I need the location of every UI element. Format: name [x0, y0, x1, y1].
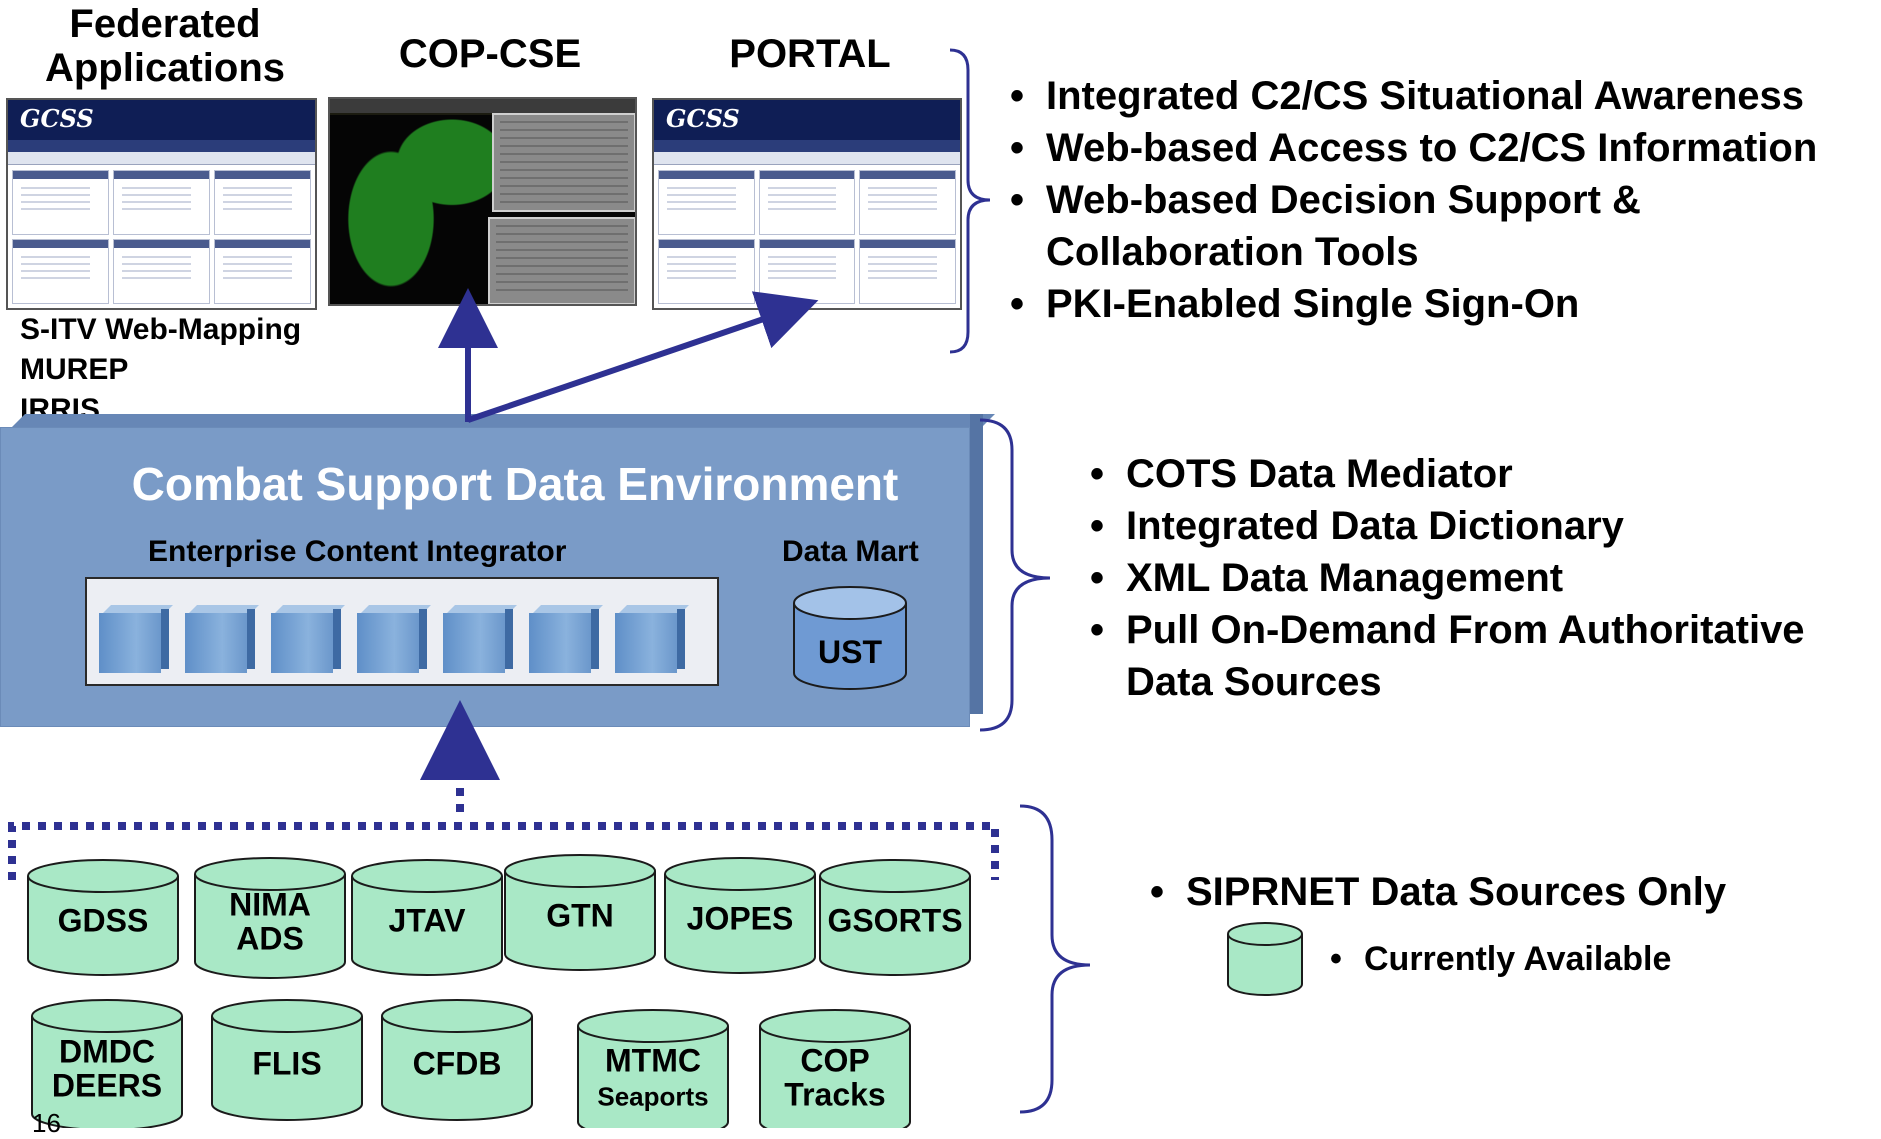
header-portal: PORTAL	[729, 32, 891, 76]
middle-bullet-list: •COTS Data Mediator •Integrated Data Dic…	[1090, 448, 1805, 708]
cube-icon	[443, 605, 517, 673]
data-source-label: CFDB	[413, 1045, 502, 1081]
federated-app-item: MUREP	[20, 353, 129, 386]
data-source-label: COP	[800, 1042, 869, 1078]
cop-cse-screenshot	[328, 97, 637, 306]
bullet-item: •Web-based Decision Support &	[1010, 178, 1641, 222]
data-source-sublabel: Seaports	[597, 1081, 708, 1111]
bullet-item: •XML Data Management	[1090, 556, 1564, 600]
data-mart-label: Data Mart	[782, 535, 919, 568]
brace-top	[949, 48, 991, 354]
brace-middle	[979, 418, 1051, 732]
data-source-cylinder: FLIS	[211, 999, 363, 1121]
data-source-label: GTN	[546, 897, 614, 933]
data-source-label: JTAV	[388, 902, 466, 938]
bullet-item: •PKI-Enabled Single Sign-On	[1010, 282, 1580, 326]
gcss-logo: GCSS	[666, 104, 740, 133]
cube-icon	[615, 605, 689, 673]
data-source-label: GSORTS	[827, 902, 962, 938]
header-cop-cse: COP-CSE	[398, 32, 582, 76]
top-bullet-list: •Integrated C2/CS Situational Awareness …	[1010, 70, 1817, 330]
data-source-label: NIMA	[229, 887, 311, 923]
data-source-cylinder: CFDB	[381, 999, 533, 1121]
federated-app-screenshot: GCSS	[6, 98, 317, 310]
page-number: 16	[32, 1108, 61, 1138]
legend-item: •Currently Available	[1330, 940, 1672, 978]
header-federated-applications: Federated Applications	[44, 2, 286, 90]
enterprise-content-integrator-box	[85, 577, 719, 686]
data-source-cylinder: GSORTS	[819, 859, 971, 976]
data-source-sublabel: DEERS	[52, 1067, 162, 1103]
data-source-label: MTMC	[605, 1042, 701, 1078]
data-source-label: JOPES	[687, 900, 794, 936]
bullet-item: •Integrated Data Dictionary	[1090, 504, 1624, 548]
data-source-cylinder: JOPES	[664, 857, 816, 974]
sources-dotted-frame	[8, 822, 999, 880]
federated-app-item: S-ITV Web-Mapping	[20, 313, 302, 346]
bullet-item: •COTS Data Mediator	[1090, 452, 1513, 496]
bullet-item: •Web-based Access to C2/CS Information	[1010, 126, 1818, 170]
csde-title: Combat Support Data Environment	[131, 458, 899, 510]
cube-icon	[357, 605, 431, 673]
brace-bottom	[1019, 804, 1091, 1114]
bullet-item: •Integrated C2/CS Situational Awareness	[1010, 74, 1804, 118]
data-source-label: DMDC	[59, 1033, 155, 1069]
data-source-sublabel: Tracks	[784, 1076, 885, 1112]
portal-screenshot: GCSS	[652, 98, 962, 310]
bullet-item: Collaboration Tools	[1046, 230, 1419, 274]
eci-label: Enterprise Content Integrator	[148, 535, 567, 568]
cube-icon	[529, 605, 603, 673]
cube-icon	[185, 605, 259, 673]
bullet-item: Data Sources	[1126, 660, 1382, 704]
data-source-cylinder: GDSS	[27, 859, 179, 976]
data-mart-db-label: UST	[818, 634, 882, 670]
gcss-logo: GCSS	[20, 104, 94, 133]
cube-icon	[271, 605, 345, 673]
federated-app-list: S-ITV Web-Mapping MUREP IRRIS	[20, 310, 301, 430]
data-source-cylinder: GTN	[504, 854, 656, 971]
data-source-cylinder: JTAV	[351, 859, 503, 976]
arrow-to-portal	[467, 291, 819, 423]
data-source-sublabel: ADS	[236, 921, 304, 957]
cube-icon	[99, 605, 173, 673]
legend-cylinder-icon	[1227, 922, 1303, 996]
data-source-label: FLIS	[252, 1045, 321, 1081]
data-mart-database-icon: UST	[793, 586, 907, 690]
legend-bullet: •SIPRNET Data Sources Only	[1150, 870, 1727, 914]
bullet-item: •Pull On-Demand From Authoritative	[1090, 608, 1805, 652]
data-source-label: GDSS	[58, 902, 149, 938]
